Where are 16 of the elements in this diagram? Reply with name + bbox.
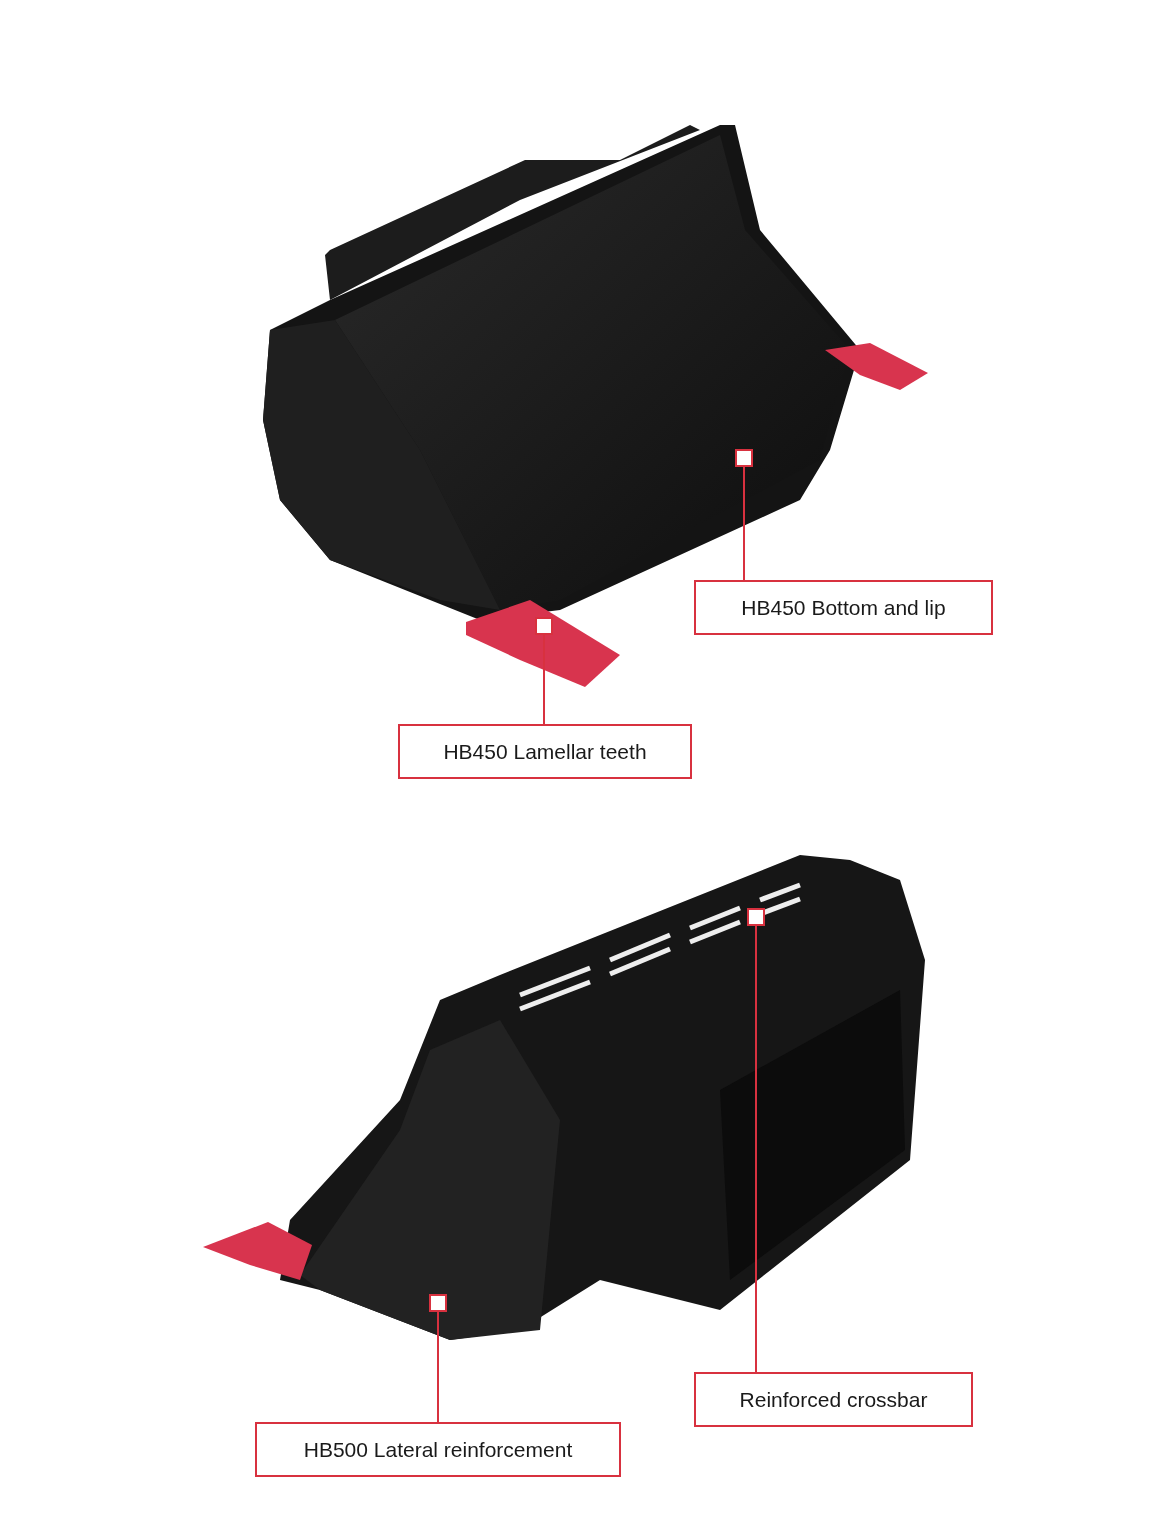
marker-square xyxy=(735,449,753,467)
marker-square xyxy=(429,1294,447,1312)
callout-label: HB450 Lamellar teeth xyxy=(443,739,647,764)
leader-line xyxy=(743,466,745,581)
leader-line xyxy=(543,634,545,725)
leader-line xyxy=(755,925,757,1373)
callout-box xyxy=(255,1422,621,1477)
marker-square xyxy=(747,908,765,926)
callout-box xyxy=(398,724,692,779)
callout-box xyxy=(694,1372,973,1427)
marker-square xyxy=(535,617,553,635)
callout-label: HB450 Bottom and lip xyxy=(741,595,946,620)
callout-box xyxy=(694,580,993,635)
callout-label: Reinforced crossbar xyxy=(739,1387,928,1412)
callout-label: HB500 Lateral reinforcement xyxy=(303,1437,573,1462)
leader-line xyxy=(437,1311,439,1423)
